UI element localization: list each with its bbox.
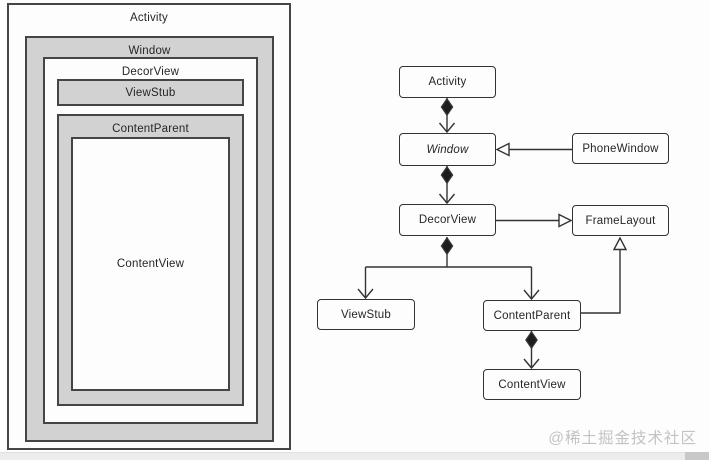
uml-node-phonewindow: PhoneWindow (572, 133, 669, 164)
uml-node-framelayout: FrameLayout (572, 205, 669, 236)
edge-contentparent-framelayout-line (581, 249, 621, 314)
nested-box-contentview: ContentView (71, 137, 230, 391)
uml-node-decorview: DecorView (399, 204, 496, 236)
uml-node-contentparent-label: ContentParent (493, 309, 571, 322)
nested-box-decorview-label: DecorView (121, 66, 180, 78)
edge-branch-contentparent-arrowhead (523, 289, 540, 301)
edge-window-decorview-arrowhead (438, 193, 456, 205)
uml-node-activity-label: Activity (428, 76, 467, 88)
uml-node-contentparent: ContentParent (483, 300, 581, 331)
uml-node-contentview: ContentView (483, 369, 581, 400)
uml-node-window-label: Window (426, 143, 469, 156)
uml-node-viewstub-label: ViewStub (341, 308, 391, 321)
nested-box-window-label: Window (128, 45, 171, 57)
nested-box-activity-label: Activity (129, 12, 169, 24)
uml-node-contentview-label: ContentView (498, 378, 566, 391)
nested-box-viewstub-label: ViewStub (125, 86, 176, 99)
edge-activity-window-arrowhead (438, 122, 456, 134)
edge-contentparent-contentview-arrowhead (523, 358, 540, 370)
watermark-text: @稀土掘金技术社区 (548, 430, 697, 447)
edge-contentparent-contentview-diamond (525, 330, 538, 350)
progress-segment (685, 452, 709, 460)
edge-phonewindow-window-triangle (495, 142, 510, 157)
edge-window-decorview-diamond (440, 165, 454, 185)
edge-contentparent-framelayout-triangle (612, 236, 628, 251)
uml-node-viewstub: ViewStub (317, 299, 415, 330)
uml-node-activity: Activity (399, 66, 496, 98)
nested-box-viewstub: ViewStub (57, 79, 244, 106)
edge-activity-window-diamond (440, 97, 454, 117)
edge-branch-viewstub-arrowhead (357, 288, 374, 300)
nested-box-contentview-label: ContentView (116, 258, 185, 270)
uml-node-window: Window (399, 133, 496, 166)
uml-node-phonewindow-label: PhoneWindow (582, 142, 659, 155)
uml-node-decorview-label: DecorView (418, 214, 477, 226)
uml-node-framelayout-label: FrameLayout (585, 214, 656, 227)
progress-track (0, 452, 709, 460)
nested-box-contentparent-label: ContentParent (112, 123, 189, 135)
edge-decorview-branch-diamond (440, 236, 454, 256)
edge-decorview-framelayout-triangle (558, 213, 573, 228)
